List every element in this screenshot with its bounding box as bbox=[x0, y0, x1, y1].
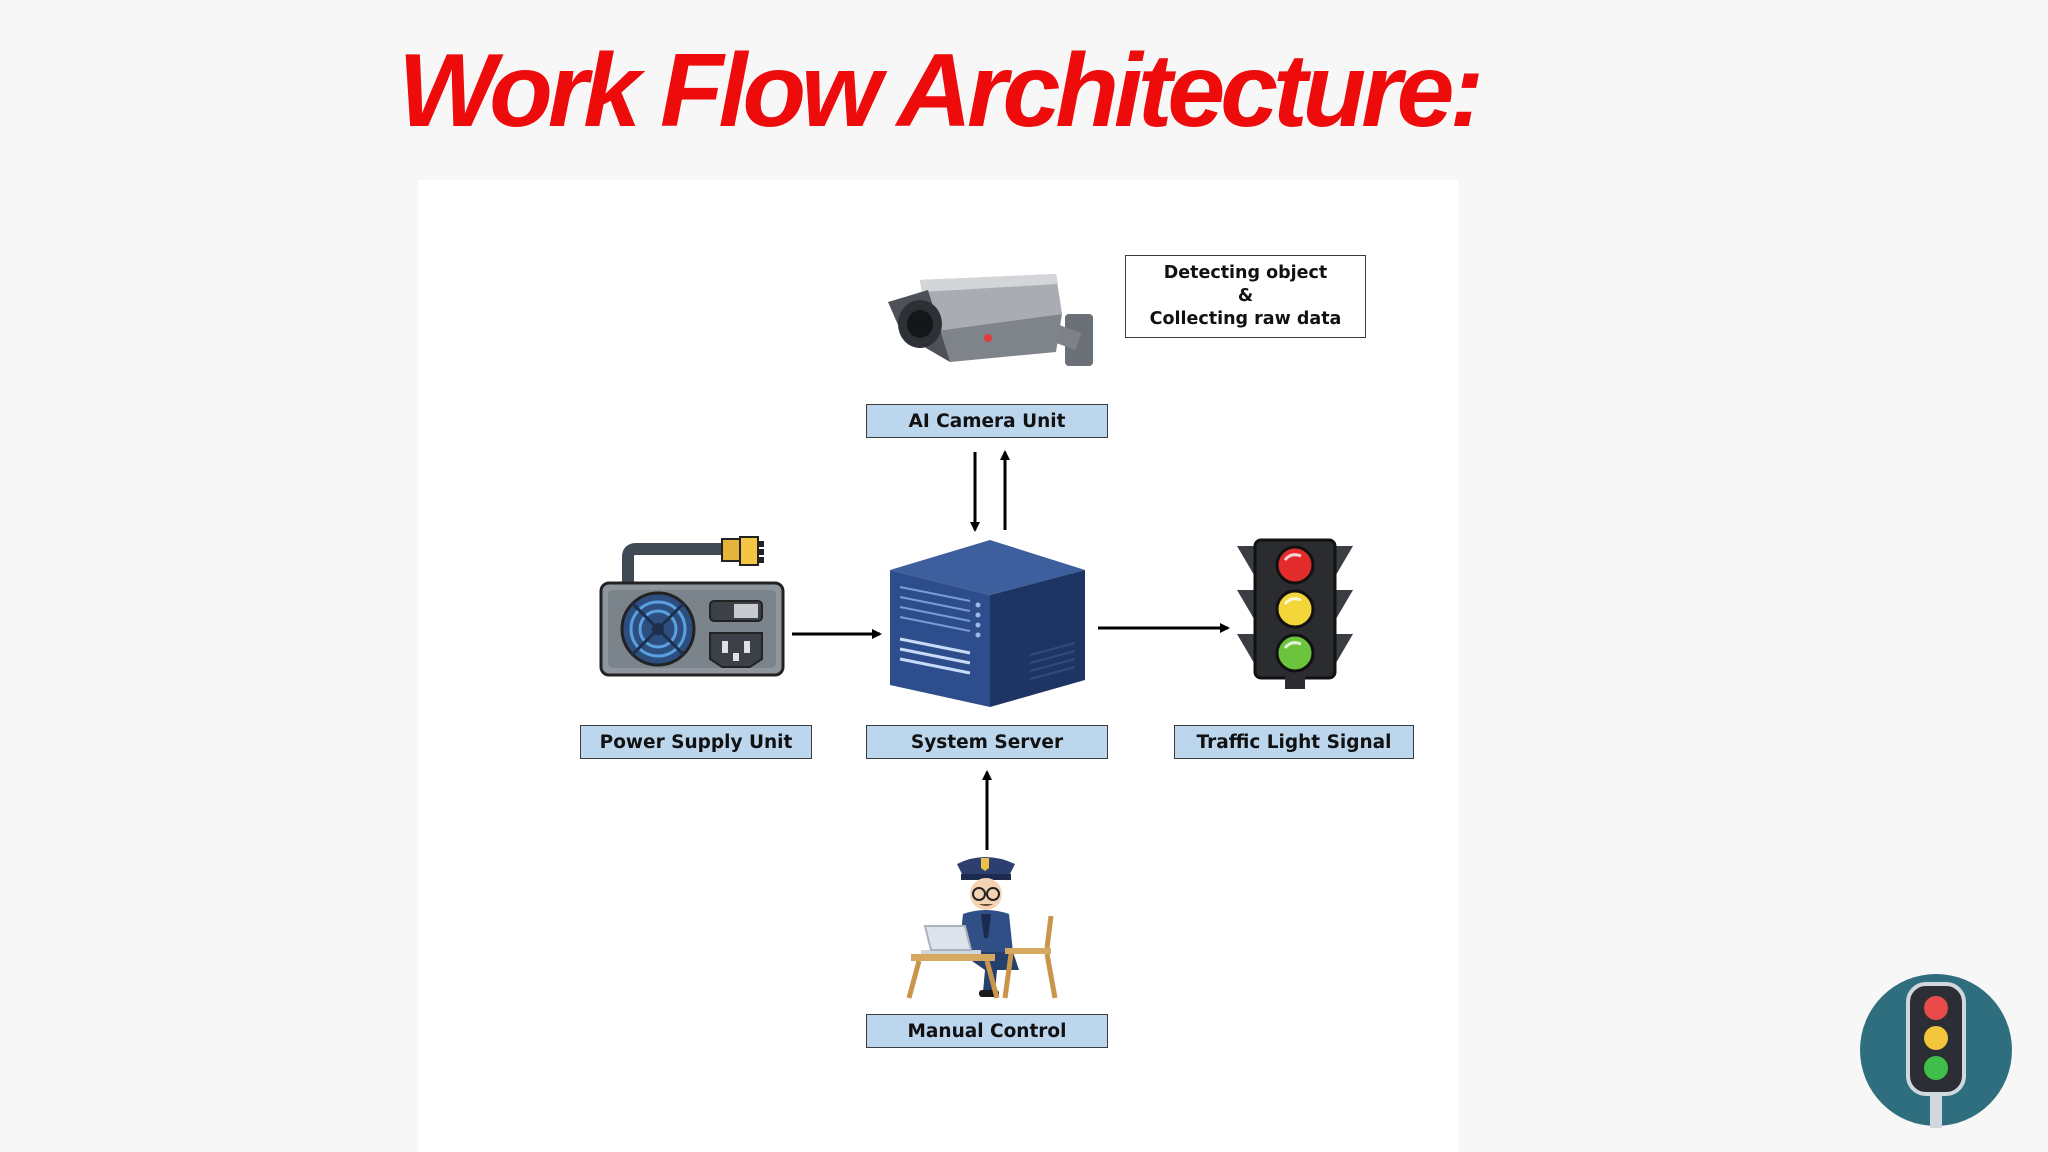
police-officer-at-desk-icon bbox=[905, 852, 1065, 1000]
note-line-1: Detecting object bbox=[1163, 263, 1328, 283]
note-line-2: & bbox=[1237, 286, 1254, 306]
label-ai-camera-unit: AI Camera Unit bbox=[866, 404, 1108, 438]
traffic-light-icon bbox=[1235, 538, 1355, 690]
note-detecting-object: Detecting object & Collecting raw data bbox=[1125, 255, 1366, 338]
slide-title: Work Flow Architecture: bbox=[398, 33, 1484, 149]
label-manual-control: Manual Control bbox=[866, 1014, 1108, 1048]
label-traffic-light-signal: Traffic Light Signal bbox=[1174, 725, 1414, 759]
power-supply-icon bbox=[598, 535, 788, 680]
traffic-light-logo-icon bbox=[1858, 972, 2014, 1128]
cctv-camera-icon bbox=[880, 262, 1110, 390]
label-system-server: System Server bbox=[866, 725, 1108, 759]
note-line-3: Collecting raw data bbox=[1149, 309, 1342, 329]
server-tower-icon bbox=[880, 535, 1090, 710]
label-power-supply-unit: Power Supply Unit bbox=[580, 725, 812, 759]
